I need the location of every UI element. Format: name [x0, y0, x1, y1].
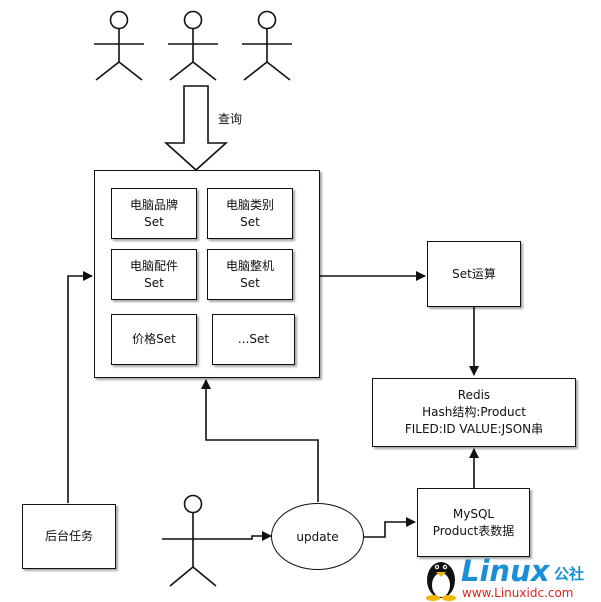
query-label: 查询	[218, 112, 243, 126]
redis-box: Redis Hash结构:Product FILED:ID VALUE:JSON…	[372, 378, 576, 447]
admin-actor	[162, 494, 224, 587]
brand-set-box: 电脑品牌 Set	[111, 188, 197, 239]
watermark-brand-suffix: 公社	[554, 565, 585, 583]
backend-task-box: 后台任务	[22, 504, 116, 569]
user-actor-2	[168, 10, 218, 81]
mysql-box: MySQL Product表数据	[417, 488, 530, 557]
penguin-logo	[426, 562, 456, 601]
category-set-box: 电脑类别 Set	[207, 188, 293, 239]
query-arrow	[163, 85, 229, 172]
user-actor-1	[94, 10, 144, 81]
price-set-box: 价格Set	[111, 314, 197, 365]
accessory-set-box: 电脑配件 Set	[111, 249, 197, 300]
arrow-update-to-mysql	[364, 517, 416, 538]
arrow-backend-to-sets	[67, 271, 93, 503]
set-operation-box: Set运算	[427, 241, 521, 307]
watermark-brand: Linux	[461, 554, 550, 588]
update-ellipse: update	[271, 503, 364, 570]
complete-pc-set-box: 电脑整机 Set	[207, 249, 293, 300]
watermark-url: www.Linuxidc.com	[462, 586, 574, 600]
other-set-box: ...Set	[212, 314, 295, 365]
arrow-admin-to-update	[224, 531, 272, 541]
user-actor-3	[242, 10, 292, 81]
arrow-update-to-sets	[201, 379, 319, 502]
